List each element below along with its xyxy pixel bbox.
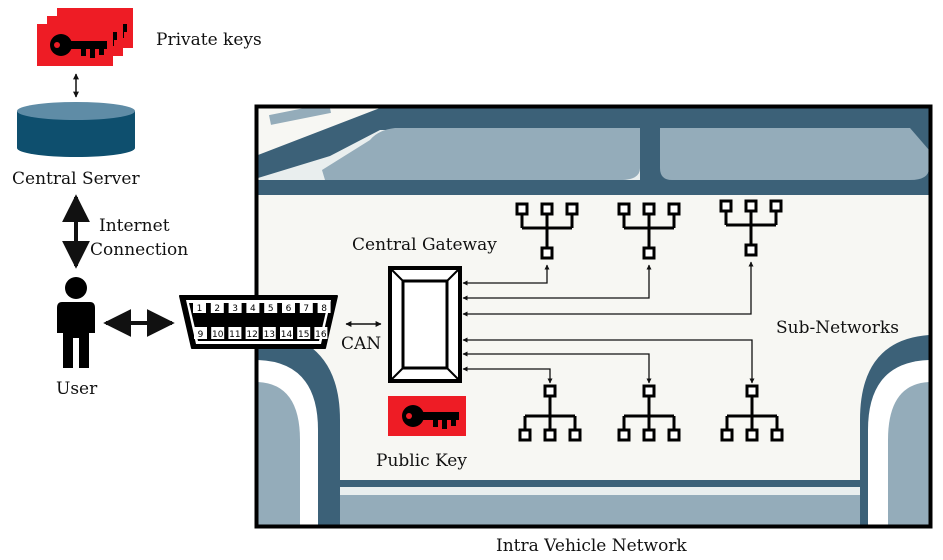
- car-illustration: [258, 108, 929, 525]
- obd-pin-label: 10: [212, 330, 224, 340]
- obd-pin: [228, 327, 242, 339]
- can-label: CAN: [341, 334, 382, 354]
- obd-pin-label: 9: [198, 330, 204, 340]
- obd-pin-label: 14: [281, 330, 293, 340]
- obd-pin: [210, 301, 224, 313]
- obd-pin: [211, 327, 225, 339]
- obd-pin: [280, 327, 293, 339]
- obd-pin: [314, 327, 328, 339]
- sub-networks-label: Sub-Networks: [776, 318, 899, 338]
- obd-pin: [193, 301, 206, 313]
- obd-pin: [299, 301, 313, 313]
- person-icon: [57, 277, 95, 368]
- obd-pin-label: 11: [229, 330, 240, 340]
- obd-pin: [317, 301, 331, 313]
- obd-pin: [245, 327, 259, 339]
- obd-pin: [262, 327, 276, 339]
- database-icon: [17, 102, 135, 157]
- obd-pin-label: 12: [246, 330, 257, 340]
- gateway-subnet-link: [462, 337, 755, 384]
- obd-pin-label: 15: [298, 330, 309, 340]
- central-gateway-label: Central Gateway: [352, 235, 497, 255]
- gateway-subnet-link: [462, 366, 553, 384]
- obd-pin-label: 5: [268, 304, 274, 314]
- connection-label: Connection: [90, 240, 189, 260]
- obd-pin: [228, 301, 242, 313]
- gateway-subnet-link: [462, 261, 754, 317]
- obd-pin-label: 6: [286, 304, 292, 314]
- internet-label: Internet: [99, 216, 170, 236]
- private-keys-icon: [37, 8, 133, 66]
- obd-pin-label: 4: [250, 304, 256, 314]
- obd-pin-label: 8: [321, 304, 327, 314]
- obd-pin: [282, 301, 295, 313]
- gateway-subnet-link: [462, 351, 652, 384]
- obd-pin: [297, 327, 311, 339]
- obd-pin-label: 3: [232, 304, 238, 314]
- gateway-icon: [388, 266, 462, 383]
- obd-pin: [246, 301, 260, 313]
- obd-pin-label: 7: [303, 304, 309, 314]
- public-key-icon: [388, 396, 466, 436]
- user-label: User: [56, 379, 98, 399]
- obd-pin: [264, 301, 278, 313]
- obd-pin: [194, 327, 207, 339]
- obd-pin-label: 1: [197, 304, 203, 314]
- central-server-label: Central Server: [12, 169, 140, 189]
- private-keys-label: Private keys: [156, 30, 262, 50]
- public-key-label: Public Key: [376, 451, 467, 471]
- obd-pin-label: 16: [315, 330, 327, 340]
- intra-vehicle-network-label: Intra Vehicle Network: [496, 536, 687, 556]
- obd-pin-label: 2: [214, 304, 220, 314]
- obd-pin-label: 13: [264, 330, 275, 340]
